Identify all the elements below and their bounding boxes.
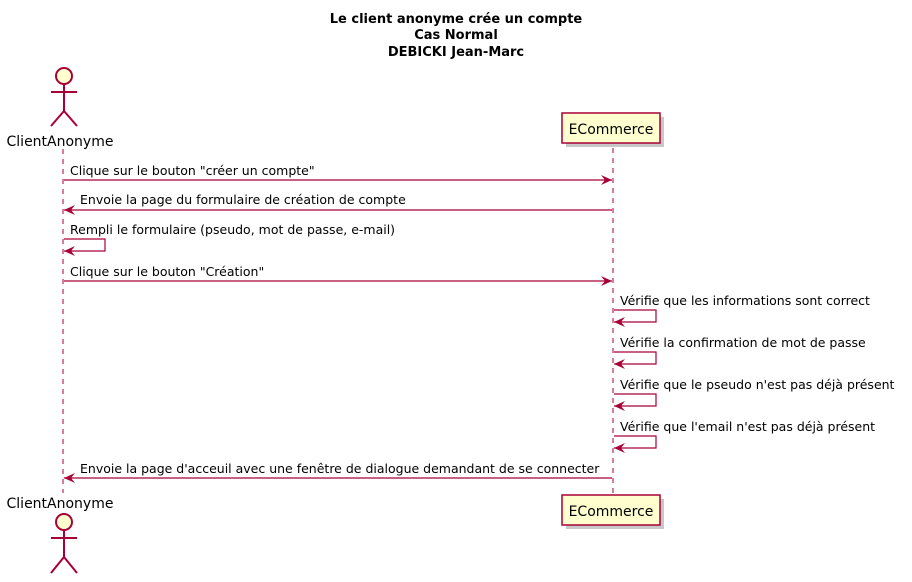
message-4: Clique sur le bouton "Création" [64,264,612,286]
client-actor-label-bottom: ClientAnonyme [7,496,114,512]
message-label: Envoie la page d'acceuil avec une fenêtr… [80,461,600,476]
message-arrow [614,309,657,327]
message-3: Rempli le formulaire (pseudo, mot de pas… [64,222,395,256]
message-label: Clique sur le bouton "Création" [70,264,264,279]
message-2: Envoie la page du formulaire de création… [64,192,612,215]
diagram-title-line-1: Le client anonyme crée un compte [330,12,583,27]
stick-figure-icon [50,513,78,574]
message-8: Vérifie que l'email n'est pas déjà prése… [614,419,875,453]
ecommerce-participant-bottom: ECommerce [561,494,664,529]
message-7: Vérifie que le pseudo n'est pas déjà pré… [614,377,895,411]
ecommerce-participant-top: ECommerce [561,112,664,147]
ecommerce-label-top: ECommerce [569,122,654,138]
message-1: Clique sur le bouton "créer un compte" [64,163,612,185]
message-label: Vérifie que l'email n'est pas déjà prése… [620,419,875,434]
ecommerce-label-bottom: ECommerce [569,504,654,520]
diagram-title-line-2: Cas Normal [414,28,498,43]
message-label: Vérifie la confirmation de mot de passe [620,335,866,350]
message-5: Vérifie que les informations sont correc… [614,293,870,327]
message-6: Vérifie la confirmation de mot de passe [614,335,866,369]
message-label: Vérifie que les informations sont correc… [620,293,870,308]
message-arrow [614,351,657,369]
message-label: Rempli le formulaire (pseudo, mot de pas… [70,222,395,237]
participant-box [561,112,661,144]
client-actor-bottom: ClientAnonyme [7,496,114,574]
stick-figure-icon [50,67,78,127]
client-actor-label-top: ClientAnonyme [7,134,114,150]
message-9: Envoie la page d'acceuil avec une fenêtr… [64,461,612,483]
message-arrow [64,238,106,256]
message-label: Clique sur le bouton "créer un compte" [70,163,315,178]
message-arrow [614,393,657,411]
client-actor-top: ClientAnonyme [7,67,114,150]
message-label: Vérifie que le pseudo n'est pas déjà pré… [620,377,895,392]
message-arrow [614,435,657,453]
diagram-title-line-3: DEBICKI Jean-Marc [388,45,524,60]
participant-box [561,494,661,526]
message-label: Envoie la page du formulaire de création… [80,192,406,207]
